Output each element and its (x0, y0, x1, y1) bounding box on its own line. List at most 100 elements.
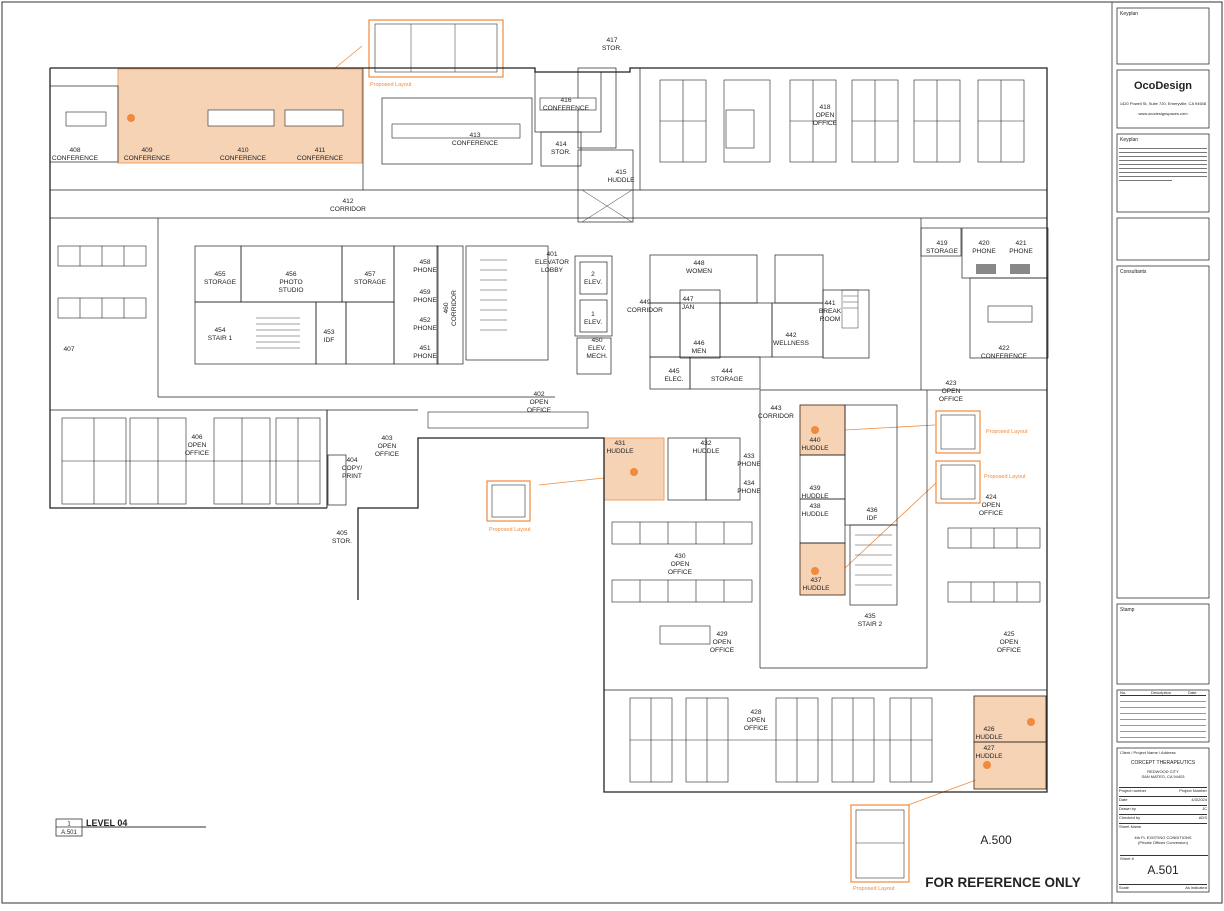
room-447-name: JAN (682, 304, 695, 311)
callout-box-2 (486, 480, 531, 522)
detail-number: 1 (67, 822, 71, 828)
room-447-number: 447 (682, 296, 693, 303)
room-404-number: 404 (346, 457, 357, 464)
room-418-name-1: OPEN (816, 112, 835, 119)
room-425-name-1: OPEN (1000, 639, 1019, 646)
room-436-number: 436 (866, 507, 877, 514)
room-451-name: PHONE (413, 353, 437, 360)
room-424-name-1: OPEN (982, 502, 1001, 509)
room-437-name: HUDDLE (802, 585, 830, 592)
room-406-name-2: OFFICE (185, 450, 210, 457)
core-rooms (49, 67, 1049, 790)
room-420-number: 420 (978, 240, 989, 247)
room-420-name: PHONE (972, 248, 996, 255)
sheet-name-line-2: (Private Offices Conversion) (1138, 840, 1188, 845)
room-453-name: IDF (324, 337, 335, 344)
room-401-number: 401 (546, 251, 557, 258)
room-445-number: 445 (668, 368, 679, 375)
room-407-number: 407 (63, 346, 74, 353)
room-421-number: 421 (1015, 240, 1026, 247)
elevator-2-number: 2 (591, 271, 595, 278)
room-417-number: 417 (606, 37, 617, 44)
marker-dot (983, 761, 991, 769)
room-451-number: 451 (419, 345, 430, 352)
client-label: Client / Project Name / Address (1120, 750, 1176, 755)
room-444-name: STORAGE (711, 376, 744, 383)
room-417-name: STOR. (602, 45, 622, 52)
room-426-number: 426 (983, 726, 994, 733)
general-notes (1119, 145, 1207, 207)
room-439-number: 439 (809, 485, 820, 492)
scale-value: As indicated (1185, 885, 1207, 890)
project-number-label: Project number (1119, 788, 1147, 793)
room-441-name-2: ROOM (820, 316, 841, 323)
room-441-number: 441 (824, 300, 835, 307)
room-421-name: PHONE (1009, 248, 1033, 255)
client-name: CORCEPT THERAPEUTICS (1130, 760, 1196, 766)
room-409-number: 409 (141, 147, 152, 154)
room-423-name-2: OFFICE (939, 396, 964, 403)
proposed-caption-3: Proposed Layout (986, 429, 1028, 435)
room-414-name: STOR. (551, 149, 571, 156)
room-443-number: 443 (770, 405, 781, 412)
room-403-name-1: OPEN (378, 443, 397, 450)
room-434-name: PHONE (737, 488, 761, 495)
room-425-name-2: OFFICE (997, 647, 1022, 654)
room-433-name: PHONE (737, 461, 761, 468)
misc-symbols (581, 189, 1030, 329)
drawn-by-label: Drawn by (1119, 806, 1136, 811)
stamp-label: Stamp (1120, 607, 1135, 613)
drawn-by-value: JC (1202, 806, 1207, 811)
marker-dot (811, 426, 819, 434)
titleblock-frame (1111, 2, 1210, 903)
rev-date-header: Date (1188, 690, 1197, 695)
drawing-title: 1 A.501 LEVEL 04 (55, 818, 206, 837)
reference-only-stamp: FOR REFERENCE ONLY (925, 875, 1081, 890)
room-457-name: STORAGE (354, 279, 387, 286)
room-456-number: 456 (285, 271, 296, 278)
room-448-name: WOMEN (686, 268, 712, 275)
proposed-layout-captions: Proposed Layout Proposed Layout Proposed… (370, 82, 1028, 892)
room-423-name-1: OPEN (942, 388, 961, 395)
room-422-number: 422 (998, 345, 1009, 352)
room-450-number: 450 (591, 337, 602, 344)
room-430-name-1: OPEN (671, 561, 690, 568)
room-432-number: 432 (700, 440, 711, 447)
room-430-name-2: OFFICE (668, 569, 693, 576)
room-426-name: HUDDLE (975, 734, 1003, 741)
elevator-1-name: ELEV. (584, 319, 602, 326)
room-448-number: 448 (693, 260, 704, 267)
room-401-name-2: LOBBY (541, 267, 564, 274)
room-413-name: CONFERENCE (452, 140, 499, 147)
revision-table: No. Description Date (1120, 690, 1206, 738)
date-label: Date (1119, 797, 1128, 802)
checked-by-label: Checked by (1119, 815, 1141, 820)
room-429-number: 429 (716, 631, 727, 638)
room-418-number: 418 (819, 104, 830, 111)
room-labels: 408 CONFERENCE 409 CONFERENCE 410 CONFER… (52, 37, 1033, 760)
room-405-name: STOR. (332, 538, 352, 545)
sheet-number: A.501 (1147, 863, 1179, 877)
callout-box-5 (850, 804, 910, 883)
callout-box-3 (935, 410, 981, 454)
room-402-name-2: OFFICE (527, 407, 552, 414)
room-415-name: HUDDLE (607, 177, 635, 184)
room-422-name: CONFERENCE (981, 353, 1028, 360)
room-436-name: IDF (867, 515, 878, 522)
room-428-name-1: OPEN (747, 717, 766, 724)
proposed-caption-1: Proposed Layout (370, 82, 412, 88)
room-418-name-2: OFFICE (813, 120, 838, 127)
room-416-number: 416 (560, 97, 571, 104)
room-425-number: 425 (1003, 631, 1014, 638)
room-439-name: HUDDLE (801, 493, 829, 500)
room-402-number: 402 (533, 391, 544, 398)
room-454-name: STAIR 1 (208, 335, 233, 342)
room-435-number: 435 (864, 613, 875, 620)
rev-desc-header: Description (1150, 690, 1171, 695)
callout-box-4 (935, 460, 981, 504)
room-450-name-1: ELEV. (588, 345, 606, 352)
client-city: REDWOOD CITY (1147, 769, 1179, 774)
room-441-name-1: BREAK (819, 308, 842, 315)
